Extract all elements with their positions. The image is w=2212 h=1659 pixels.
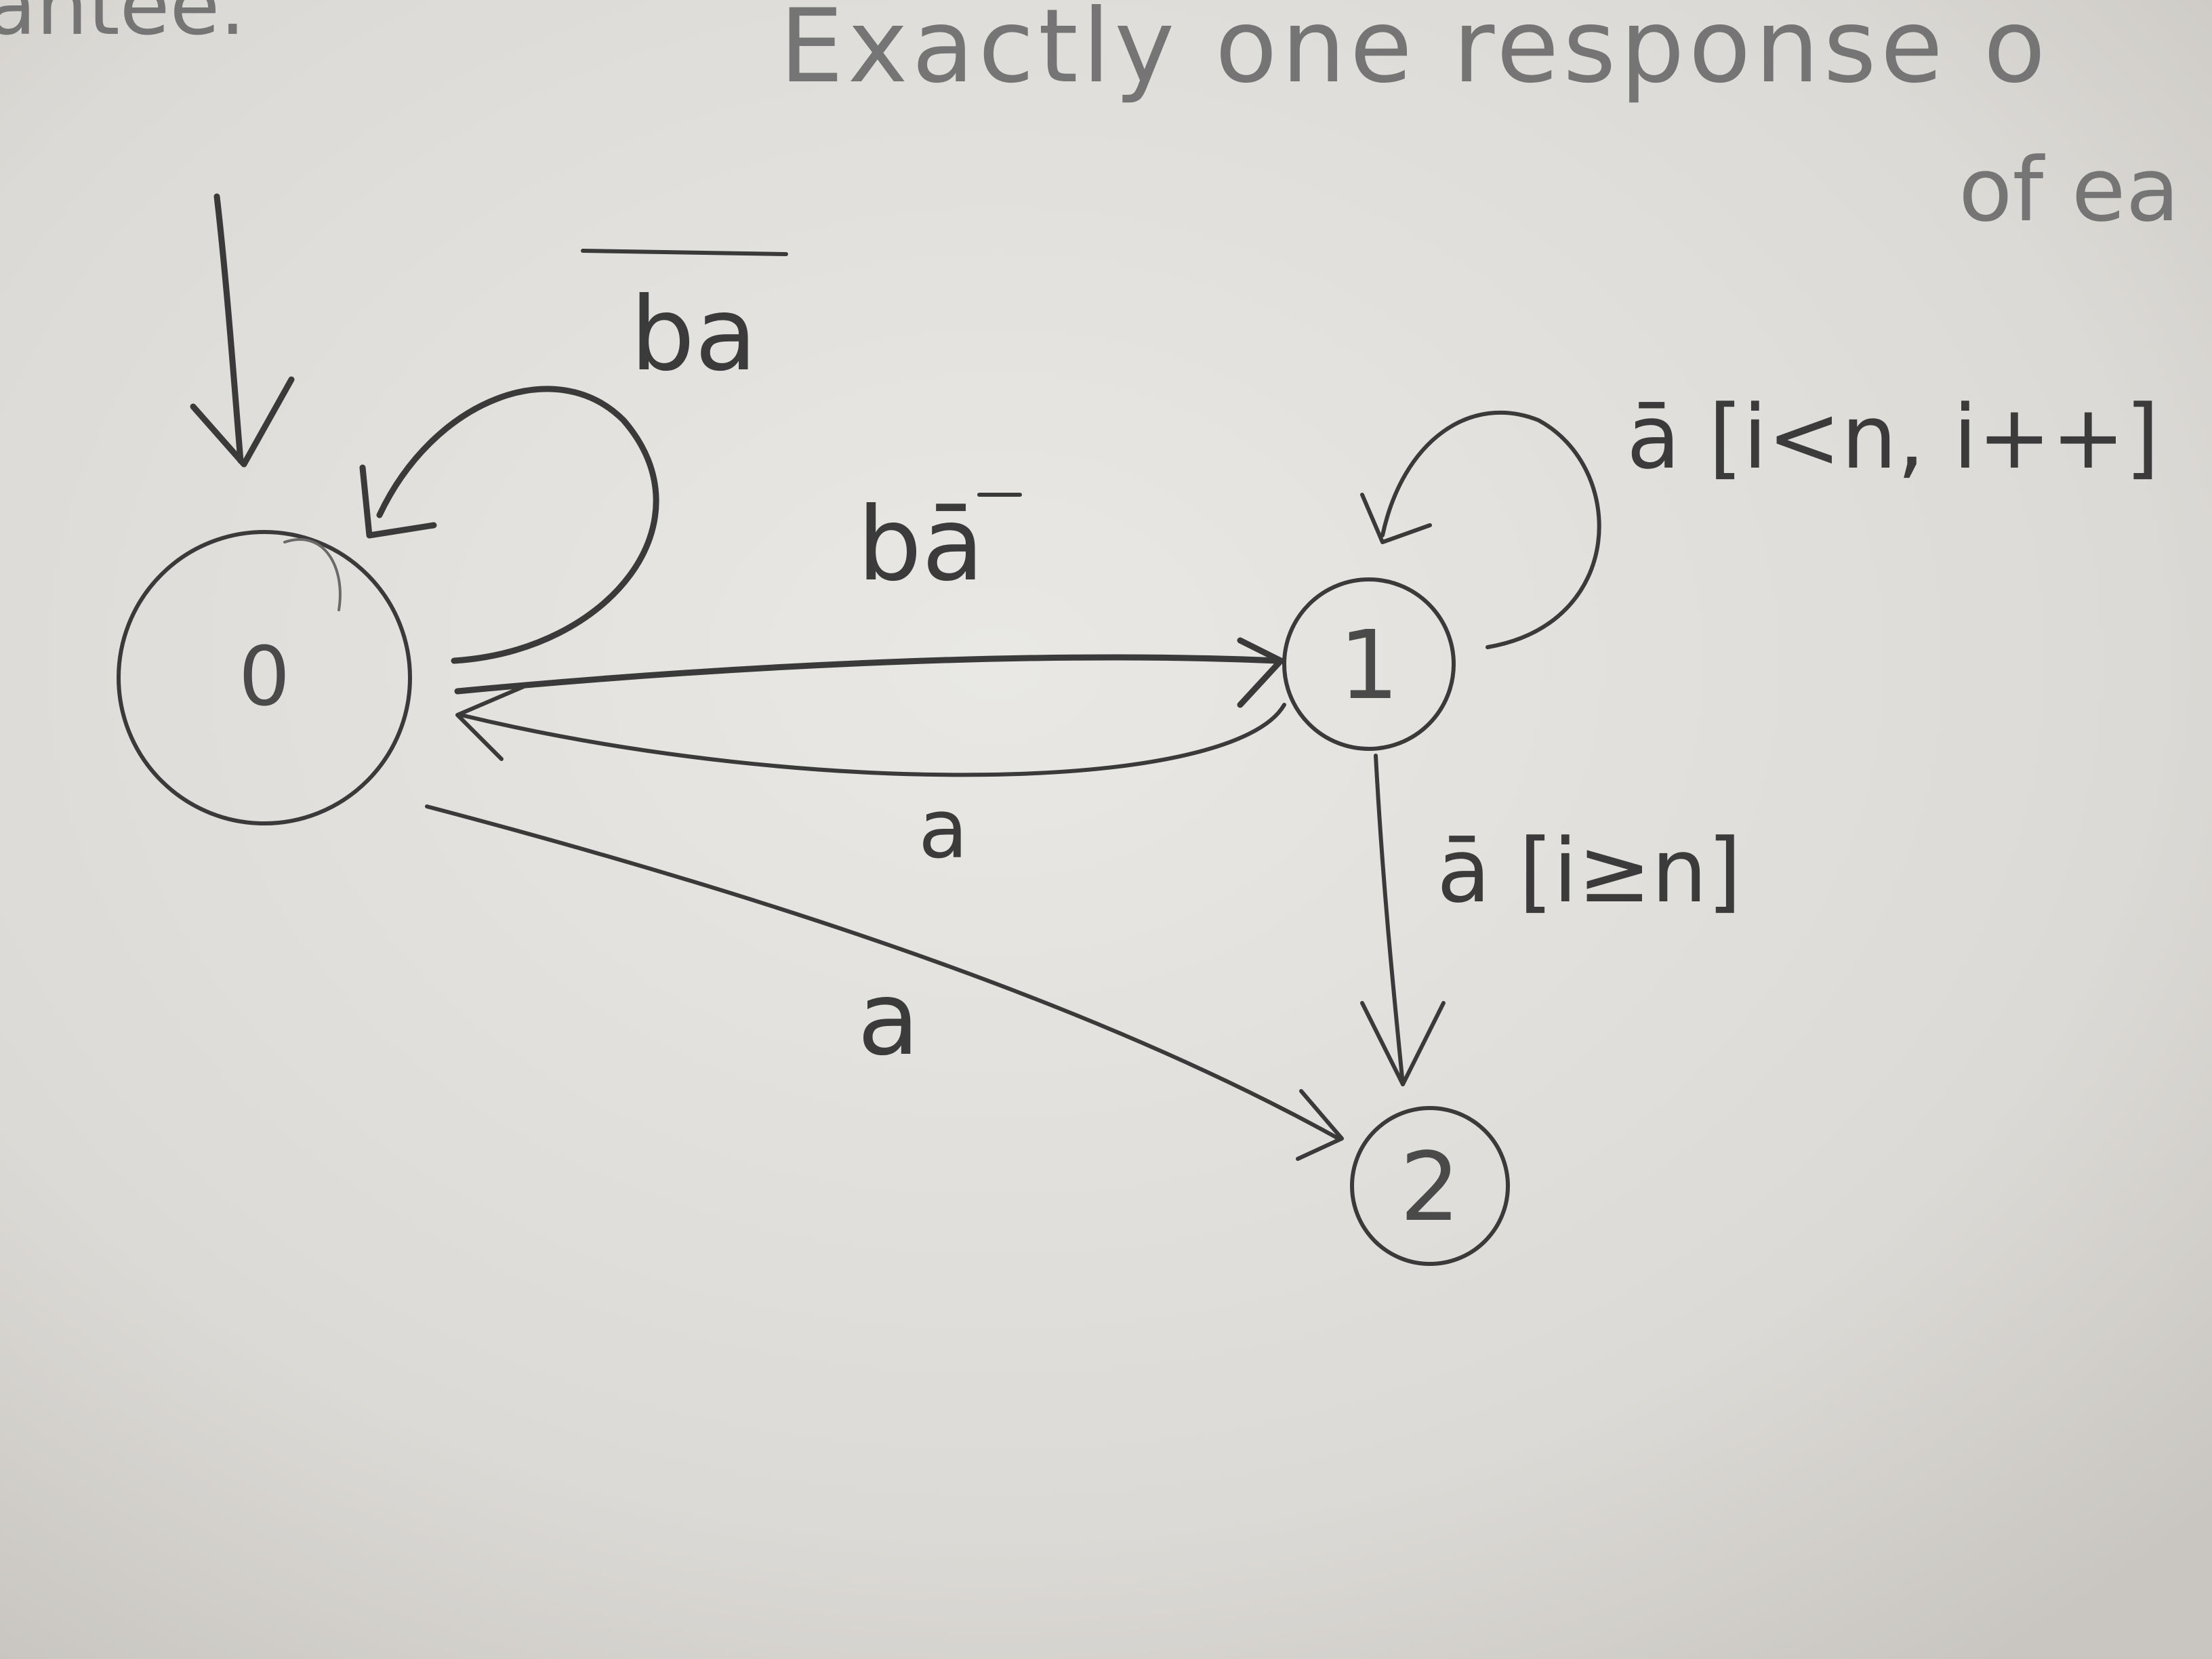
header-heading-line: Exactly one response o bbox=[779, 0, 2049, 106]
transition-0-0-label: ba bbox=[630, 276, 757, 394]
transition-1-0-label: a bbox=[918, 783, 968, 877]
transition-1-1-label: ā [i<n, i++] bbox=[1626, 386, 2159, 489]
state-1-label: 1 bbox=[1338, 611, 1399, 721]
transition-0-0: ba bbox=[359, 249, 788, 664]
header-partial-word: antee. bbox=[0, 0, 245, 54]
state-1[interactable]: 1 bbox=[1282, 577, 1456, 751]
state-0[interactable]: 0 bbox=[117, 530, 412, 825]
state-0-label: 0 bbox=[239, 630, 290, 724]
transition-1-2-label: ā [i≥n] bbox=[1437, 819, 1742, 922]
initial-arrow bbox=[190, 193, 295, 468]
transition-1-0: a bbox=[455, 682, 1286, 877]
state-2[interactable]: 2 bbox=[1350, 1106, 1510, 1266]
transition-1-2: ā [i≥n] bbox=[1360, 754, 1742, 1086]
transition-1-1: ā [i<n, i++] bbox=[1360, 386, 2159, 649]
header-heading-line2: of ea bbox=[1959, 138, 2179, 241]
state-2-label: 2 bbox=[1399, 1132, 1460, 1243]
transition-0-2-label: a bbox=[857, 960, 920, 1078]
transition-0-1: bā bbox=[454, 486, 1284, 708]
transition-0-2: a bbox=[425, 804, 1344, 1161]
transition-0-1-label: bā bbox=[857, 486, 984, 604]
